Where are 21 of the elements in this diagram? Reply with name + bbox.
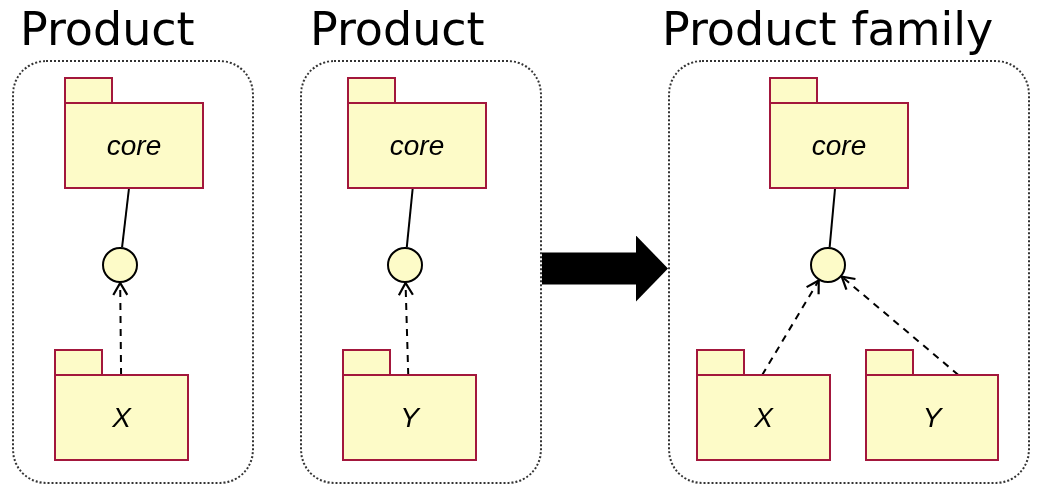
package-name: X: [111, 401, 133, 434]
dependency-arrow: [840, 275, 960, 376]
connector-line: [828, 187, 837, 249]
package-name: Y: [921, 401, 944, 434]
interface-circle: [810, 247, 846, 283]
group-title: Product family: [662, 2, 994, 56]
connector-line: [121, 187, 130, 249]
group-title: Product: [20, 2, 195, 56]
dependency-arrow: [397, 281, 414, 376]
package-name: core: [105, 129, 163, 162]
group-title: Product: [310, 2, 485, 56]
dependency-arrow: [761, 279, 820, 376]
dependency-arrow: [112, 281, 129, 376]
package-name: core: [388, 129, 446, 162]
package-name: core: [810, 129, 868, 162]
block-arrow: [542, 235, 668, 302]
package-name: Y: [399, 401, 422, 434]
interface-circle: [387, 247, 423, 283]
package-name: X: [753, 401, 775, 434]
connector-line: [405, 187, 414, 249]
interface-circle: [102, 247, 138, 283]
